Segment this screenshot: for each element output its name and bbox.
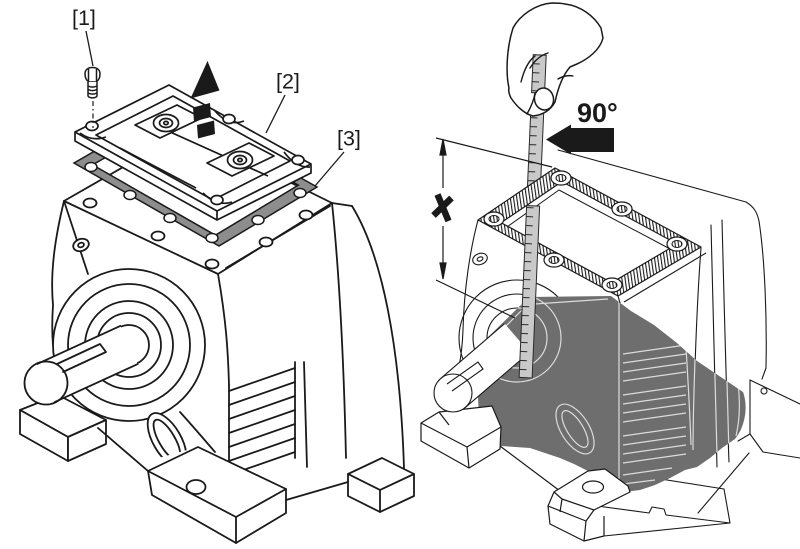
svg-text:[1]: [1] — [72, 6, 96, 30]
svg-text:[3]: [3] — [337, 127, 361, 151]
svg-text:90°: 90° — [577, 98, 618, 128]
svg-text:[2]: [2] — [276, 69, 300, 93]
